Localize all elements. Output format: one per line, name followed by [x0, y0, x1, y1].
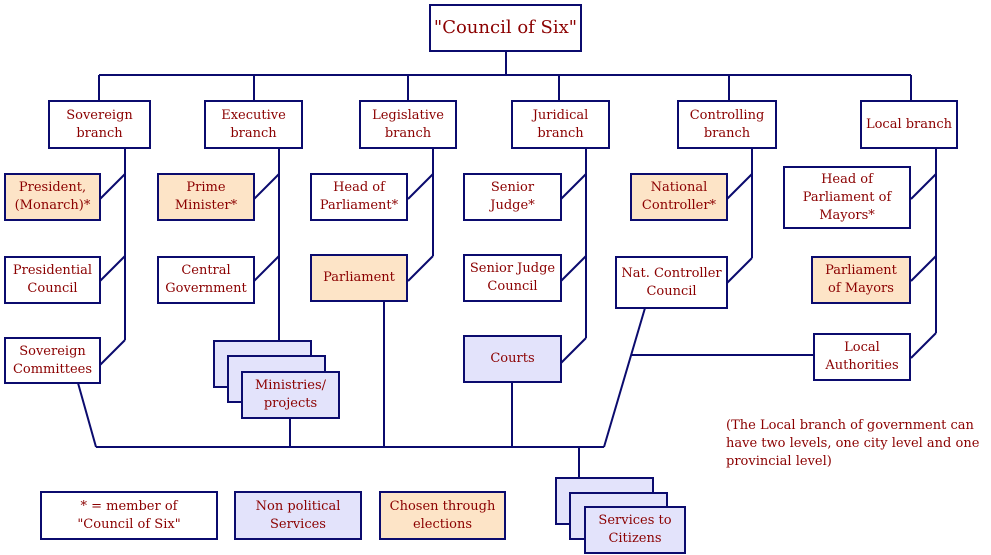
local-authorities-box: Local Authorities [813, 333, 911, 381]
president-box: President, (Monarch)* [4, 173, 101, 221]
legend-non-political-box: Non political Services [234, 491, 362, 540]
ministries-box: Ministries/ projects [241, 371, 340, 419]
national-controller-box: National Controller* [630, 173, 728, 221]
juridical-branch-box: Juridical branch [511, 100, 610, 149]
senior-judge-box: Senior Judge* [463, 173, 562, 221]
legend-elected-box: Chosen through elections [379, 491, 506, 540]
council-of-six-box: "Council of Six" [429, 4, 582, 52]
senior-judge-council-box: Senior Judge Council [463, 254, 562, 302]
courts-box: Courts [463, 335, 562, 383]
legislative-branch-box: Legislative branch [359, 100, 457, 149]
parliament-of-mayors-box: Parliament of Mayors [811, 256, 911, 304]
local-branch-note: (The Local branch of government can have… [726, 418, 980, 469]
parliament-box: Parliament [310, 254, 408, 302]
head-of-parliament-of-mayors-box: Head of Parliament of Mayors* [783, 166, 911, 229]
controlling-branch-box: Controlling branch [677, 100, 777, 149]
central-government-box: Central Government [157, 256, 255, 304]
sovereign-branch-box: Sovereign branch [48, 100, 151, 149]
executive-branch-box: Executive branch [204, 100, 303, 149]
sovereign-committees-box: Sovereign Committees [4, 337, 101, 384]
services-box: Services to Citizens [584, 506, 686, 554]
prime-minister-box: Prime Minister* [157, 173, 255, 221]
presidential-council-box: Presidential Council [4, 256, 101, 304]
head-of-parliament-box: Head of Parliament* [310, 173, 408, 221]
legend-member-box: * = member of "Council of Six" [40, 491, 218, 540]
local-branch-box: Local branch [860, 100, 958, 149]
nat-controller-council-box: Nat. Controller Council [615, 256, 728, 309]
